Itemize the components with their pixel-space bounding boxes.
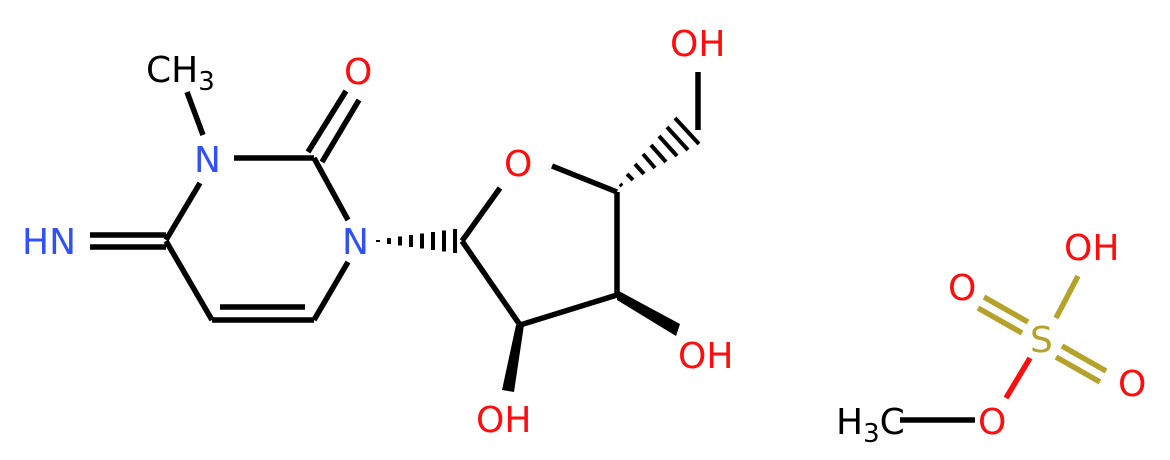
bond-c4-c5 — [163, 239, 215, 322]
atom-n1: N — [342, 222, 369, 263]
atom-o-ester: O — [978, 402, 1006, 443]
bond-c2-o-b — [319, 98, 362, 164]
atom-imine: HN — [22, 222, 76, 263]
atom-o-carbonyl: O — [344, 52, 372, 93]
atom-o-sulfate-left: O — [948, 268, 976, 309]
bond-s-o-left-b — [976, 305, 1024, 336]
bond-c6-n1 — [311, 260, 351, 322]
wedge-c3-oh — [617, 290, 680, 336]
atom-ch3-sulfate: H3C — [836, 402, 905, 449]
bond-s-o-left-a — [982, 294, 1030, 325]
pyrimidine-bonds — [90, 89, 362, 323]
bond-ch3-n3 — [184, 91, 206, 136]
bond-s-o-right-b — [1054, 354, 1102, 385]
bond-c2-c1 — [459, 239, 523, 327]
atom-o-ring: O — [504, 144, 532, 185]
atom-oh-ch2: OH — [670, 24, 725, 65]
bond-c1-o4 — [459, 186, 503, 243]
atom-s: S — [1030, 320, 1053, 361]
atom-oh-c2: OH — [476, 400, 531, 441]
bond-c3-c2 — [519, 292, 618, 328]
hashed-wedge-c4-ch2 — [618, 116, 701, 188]
bond-s-oh — [1053, 274, 1081, 320]
atom-ch3-top: CH3 — [146, 50, 215, 97]
atom-oh-c3: OH — [678, 336, 733, 377]
methylsulfate-bonds — [900, 274, 1108, 423]
atom-oh-sulfate: OH — [1064, 228, 1119, 269]
bond-c2-n1 — [311, 156, 351, 222]
bond-n3-c4 — [163, 181, 203, 242]
bond-s-o-right-a — [1060, 343, 1108, 374]
atom-n3: N — [194, 140, 221, 181]
bond-o4-c4 — [550, 163, 619, 195]
bond-o-s — [1003, 356, 1033, 400]
atom-labels: CH3 O N N HN O OH OH OH OH O S O O H3C — [22, 24, 1146, 449]
ribose-bonds — [376, 72, 701, 392]
bond-c2-o-a — [305, 89, 349, 154]
atom-o-sulfate-right: O — [1118, 364, 1146, 405]
wedge-c2-oh — [502, 325, 524, 392]
hashed-wedge-n1-c1 — [376, 229, 457, 253]
